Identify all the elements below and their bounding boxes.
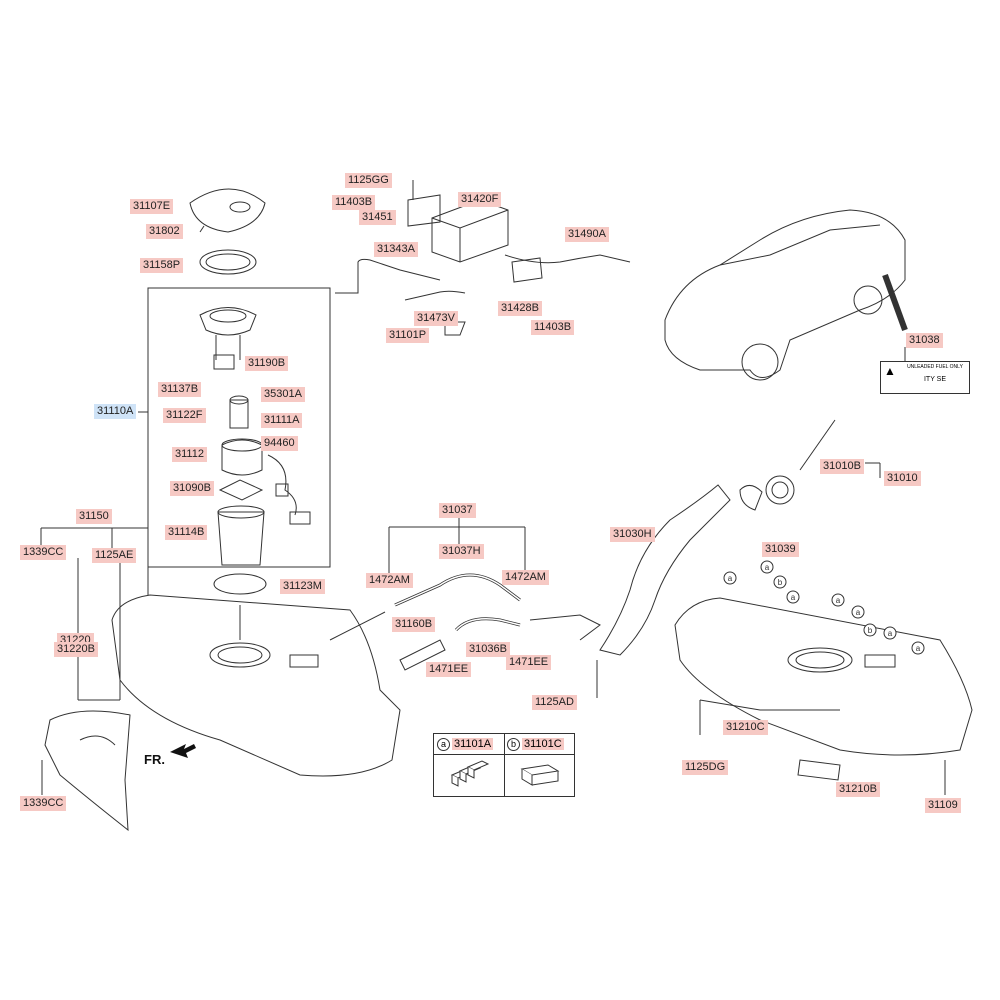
filler-cap-part <box>765 475 795 505</box>
fuel-strainer-part <box>217 511 265 566</box>
vehicle-sedan-part <box>664 209 906 378</box>
part-31122F-label[interactable]: 31122F <box>163 408 206 423</box>
part-31490A-label[interactable]: 31490A <box>565 227 609 242</box>
part-31150-label[interactable]: 31150 <box>76 509 112 524</box>
part-1125GG-label[interactable]: 1125GG <box>345 173 392 188</box>
legend-marker-b: b <box>507 737 520 751</box>
part-1471EE-label[interactable]: 1471EE <box>426 662 472 677</box>
part-31420F-label[interactable]: 31420F <box>458 192 502 207</box>
legend-marker-a: a <box>437 737 450 751</box>
part-31451-label[interactable]: 31451 <box>359 210 396 225</box>
o-ring-part <box>213 573 267 595</box>
part-31160B-label[interactable]: 31160B <box>392 617 436 632</box>
part-35301A-label[interactable]: 35301A <box>261 387 305 402</box>
fuel-tank-left-part <box>111 594 401 777</box>
part-31010-label[interactable]: 31010 <box>884 471 921 486</box>
grommet-set-icon <box>450 760 490 787</box>
marker-7: a <box>916 644 921 653</box>
part-31343A-label[interactable]: 31343A <box>374 242 418 257</box>
fuel-type-label-card: ▲ UNLEADED FUEL ONLY ITY SE <box>880 361 970 394</box>
part-31110A-label[interactable]: 31110A <box>94 404 137 419</box>
part-1472AM-2-label[interactable]: 1472AM <box>502 570 549 585</box>
part-31190B-label[interactable]: 31190B <box>245 356 289 371</box>
part-31137B-label[interactable]: 31137B <box>158 382 202 397</box>
front-direction-label: FR. <box>144 752 165 767</box>
part-31111A-label[interactable]: 31111A <box>261 413 303 428</box>
part-1125AD-label[interactable]: 1125AD <box>532 695 577 710</box>
callout-marker-text: a a b a b a a a a <box>728 563 921 653</box>
marker-3: b <box>778 578 783 587</box>
part-31428B-label[interactable]: 31428B <box>498 301 542 316</box>
part-31112-label[interactable]: 31112 <box>172 447 207 462</box>
part-31039-label[interactable]: 31039 <box>762 542 799 557</box>
marker-8: a <box>836 596 841 605</box>
marker-1: a <box>728 574 733 583</box>
fuel-label-line-1: UNLEADED FUEL ONLY <box>907 364 963 370</box>
filler-neck-part <box>599 484 731 656</box>
part-31158P-label[interactable]: 31158P <box>140 258 184 273</box>
marker-6: a <box>888 629 893 638</box>
marker-2: a <box>765 563 770 572</box>
part-31802-label[interactable]: 31802 <box>146 224 183 239</box>
fuel-tank-right-part <box>674 597 973 756</box>
part-31473V-label[interactable]: 31473V <box>414 311 458 326</box>
fuel-pump-flange-part <box>199 307 257 336</box>
part-31101P-label[interactable]: 31101P <box>386 328 430 343</box>
part-31123M-label[interactable]: 31123M <box>280 579 325 594</box>
part-31220B-label[interactable]: 31220B <box>54 642 98 657</box>
part-11403B-label[interactable]: 11403B <box>332 195 376 210</box>
part-1471EE-2-label[interactable]: 1471EE <box>506 655 552 670</box>
part-1339CC-label[interactable]: 1339CC <box>20 545 67 560</box>
part-31038-label[interactable]: 31038 <box>906 333 943 348</box>
pad-block-icon <box>520 764 560 786</box>
part-31107E-label[interactable]: 31107E <box>130 199 174 214</box>
part-31036B-label[interactable]: 31036B <box>466 642 510 657</box>
part-31037H-label[interactable]: 31037H <box>439 544 484 559</box>
heat-shield-part <box>44 710 131 832</box>
part-31210B-label[interactable]: 31210B <box>836 782 880 797</box>
part-1472AM-label[interactable]: 1472AM <box>366 573 413 588</box>
fuel-label-line-2: ITY SE <box>923 376 947 383</box>
marker-5: b <box>868 626 873 635</box>
front-arrow-icon <box>170 744 196 758</box>
part-94460-label[interactable]: 94460 <box>261 436 298 451</box>
marker-9: a <box>856 608 861 617</box>
warning-triangle-icon: ▲ <box>884 364 896 378</box>
part-31010B-label[interactable]: 31010B <box>820 459 864 474</box>
part-31114B-label[interactable]: 31114B <box>165 525 208 540</box>
marker-4: a <box>791 593 796 602</box>
canister-part <box>431 199 509 263</box>
legend-part-a[interactable]: 31101A <box>452 738 494 750</box>
part-31109-label[interactable]: 31109 <box>925 798 961 813</box>
fuel-pump-cap-part <box>189 188 266 233</box>
callout-markers <box>723 560 925 655</box>
gasket-ring-part <box>199 249 257 275</box>
part-31210C-label[interactable]: 31210C <box>723 720 768 735</box>
part-1125AE-label[interactable]: 1125AE <box>92 548 137 563</box>
part-31030H-label[interactable]: 31030H <box>610 527 655 542</box>
part-11403B-2-label[interactable]: 11403B <box>531 320 575 335</box>
part-1339CC-2-label[interactable]: 1339CC <box>20 796 67 811</box>
legend-part-b[interactable]: 31101C <box>522 738 564 750</box>
part-1125DG-label[interactable]: 1125DG <box>682 760 729 775</box>
part-31090B-label[interactable]: 31090B <box>170 481 214 496</box>
part-31037-label[interactable]: 31037 <box>439 503 476 518</box>
